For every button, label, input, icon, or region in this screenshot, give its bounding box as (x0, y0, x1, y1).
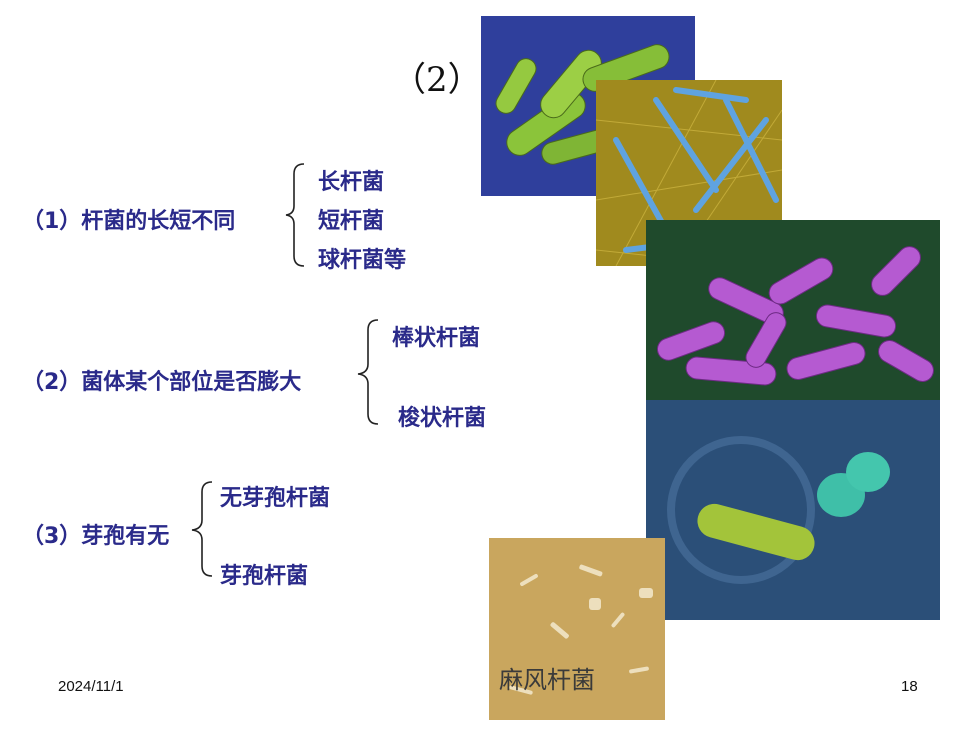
group-2-option-1: 棒状杆菌 (392, 326, 481, 351)
group-1-option-3: 球杆菌等 (318, 248, 407, 273)
footer-date: 2024/11/1 (58, 678, 124, 695)
group-3-label: （3）芽孢有无 (22, 524, 170, 549)
bacteria-photo-leprosy: 麻风杆菌 (489, 538, 665, 720)
group-2-brace (357, 319, 379, 425)
group-3-option-1: 无芽孢杆菌 (220, 486, 331, 511)
bacteria-photo-rod-and-coccus (646, 400, 940, 620)
group-2-label: （2）菌体某个部位是否膨大 (22, 370, 302, 395)
group-3-brace (191, 481, 213, 577)
group-1-option-2: 短杆菌 (318, 209, 385, 234)
group-1-brace (285, 163, 305, 267)
group-1-option-1: 长杆菌 (318, 170, 385, 195)
group-3-option-2: 芽孢杆菌 (220, 564, 309, 589)
group-2-option-2: 梭状杆菌 (398, 406, 487, 431)
bacteria-photo-purple-rods (646, 220, 940, 402)
group-1-label: （1）杆菌的长短不同 (22, 209, 236, 234)
photo-caption: 麻风杆菌 (499, 666, 595, 694)
page-number: 18 (901, 678, 918, 695)
